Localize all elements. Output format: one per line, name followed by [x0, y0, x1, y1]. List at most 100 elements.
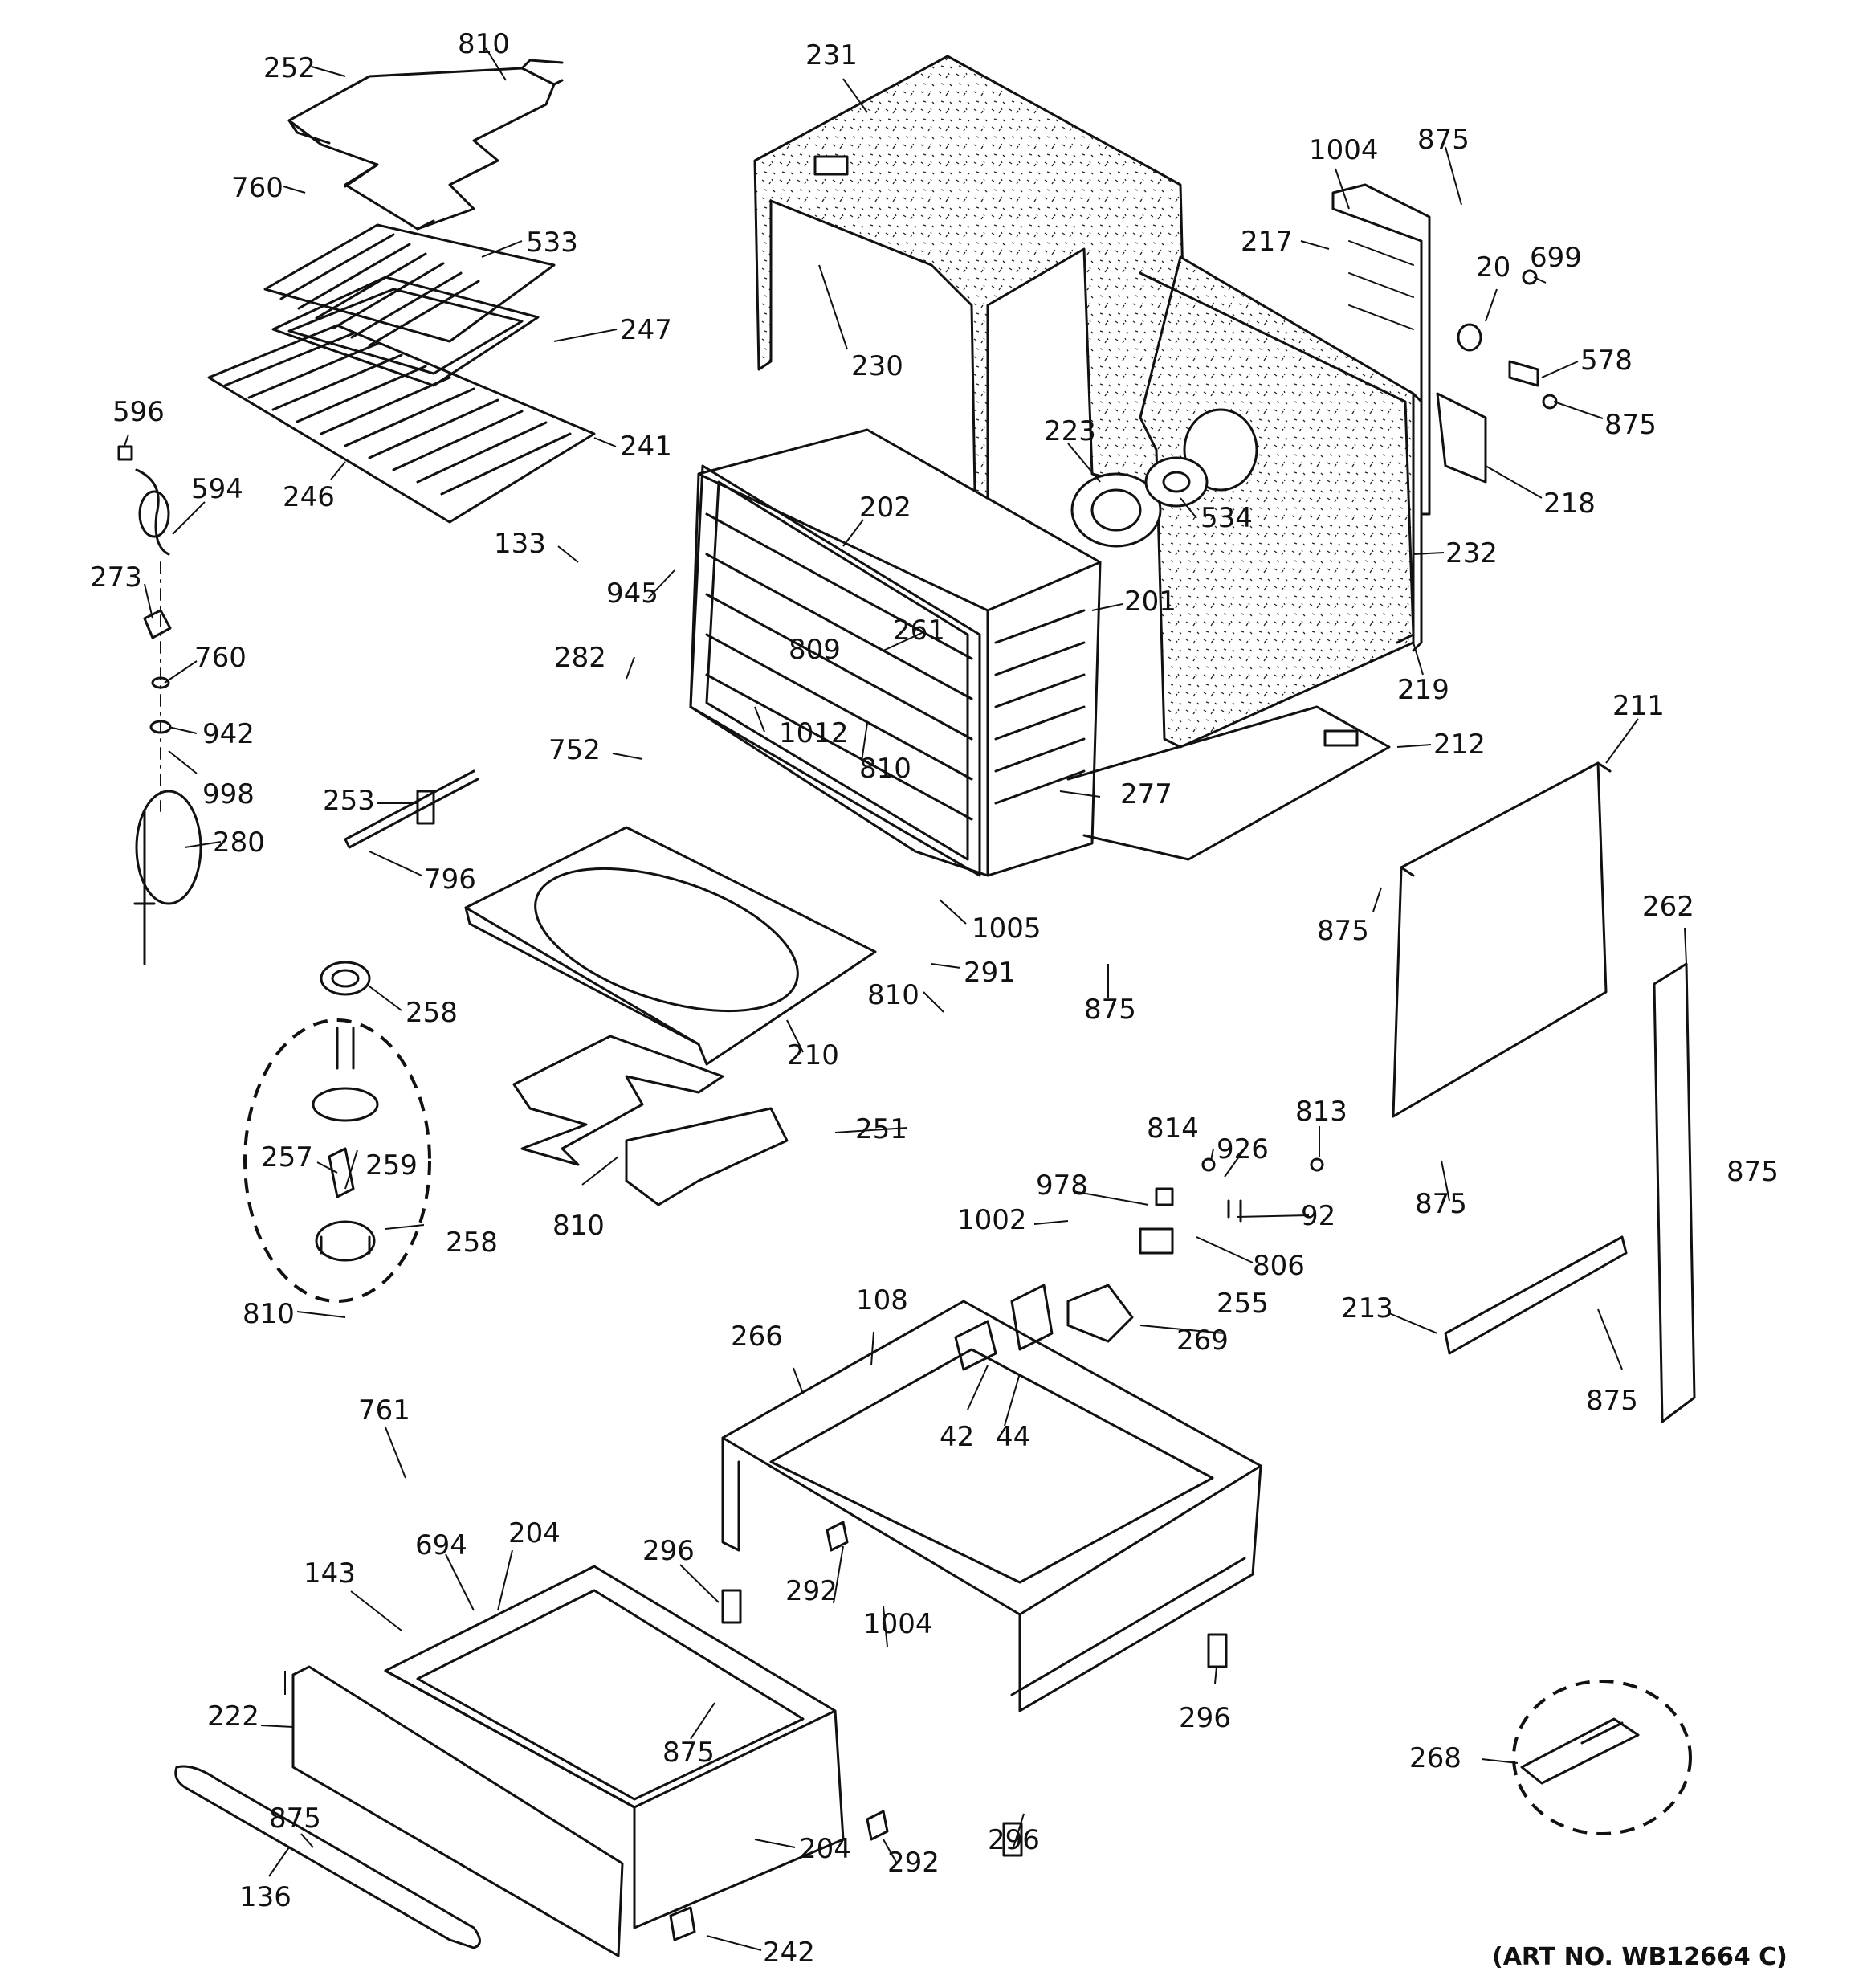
sensor-253 — [344, 769, 479, 849]
callout-292: 292 — [785, 1575, 838, 1607]
drawer-front-222 — [291, 1665, 624, 1957]
plates-42-44 — [954, 1284, 1054, 1371]
callout-266: 266 — [731, 1321, 783, 1353]
drawer-body-204 — [384, 1565, 845, 1929]
callout-251: 251 — [855, 1113, 907, 1145]
callout-92: 92 — [1301, 1200, 1335, 1232]
callout-223: 223 — [1044, 415, 1096, 447]
callout-218: 218 — [1543, 488, 1596, 520]
leveling-legs-296 — [721, 1589, 1228, 1857]
back-panel-232 — [1139, 255, 1423, 749]
callout-44: 44 — [996, 1421, 1030, 1453]
callout-212: 212 — [1433, 729, 1486, 761]
hardware-20-578-699 — [1457, 269, 1558, 410]
hinge-hardware-group — [1066, 1157, 1324, 1343]
callout-219: 219 — [1397, 674, 1449, 706]
callout-232: 232 — [1445, 537, 1498, 569]
bracket-213 — [1444, 1235, 1628, 1355]
callout-296: 296 — [988, 1824, 1040, 1856]
callout-1004: 1004 — [863, 1608, 933, 1640]
callout-261: 261 — [893, 614, 945, 647]
callout-796: 796 — [424, 863, 476, 896]
callout-810: 810 — [859, 753, 911, 785]
callout-258: 258 — [446, 1227, 498, 1259]
callout-699: 699 — [1530, 242, 1582, 274]
callout-875: 875 — [1084, 994, 1136, 1026]
glides-292-242 — [669, 1521, 889, 1941]
callout-813: 813 — [1295, 1096, 1347, 1128]
callout-252: 252 — [263, 52, 316, 84]
callout-596: 596 — [112, 396, 165, 428]
callout-594: 594 — [191, 473, 243, 505]
callout-1002: 1002 — [957, 1204, 1027, 1236]
callout-282: 282 — [554, 642, 606, 674]
callout-217: 217 — [1241, 226, 1293, 258]
side-strip-262 — [1653, 962, 1696, 1423]
oven-bottom-210 — [464, 826, 877, 1066]
callout-752: 752 — [548, 734, 601, 766]
callout-201: 201 — [1124, 586, 1176, 618]
callout-211: 211 — [1612, 690, 1665, 722]
callout-998: 998 — [202, 778, 255, 810]
callout-533: 533 — [526, 227, 578, 259]
callout-269: 269 — [1176, 1325, 1229, 1357]
callout-296: 296 — [1179, 1702, 1231, 1734]
callout-204: 204 — [799, 1833, 851, 1865]
light-assembly-258 — [243, 961, 431, 1303]
callout-978: 978 — [1036, 1170, 1088, 1202]
oven-rack-533 — [263, 223, 556, 347]
callout-942: 942 — [202, 718, 255, 750]
rear-panel-211 — [1392, 761, 1612, 1118]
inset-268 — [1512, 1680, 1692, 1835]
callout-136: 136 — [239, 1881, 291, 1913]
callout-296: 296 — [642, 1535, 695, 1567]
art-number-label: (ART NO. WB12664 C) — [1492, 1943, 1788, 1971]
chassis-266 — [721, 1300, 1262, 1712]
side-panel-219 — [1139, 271, 1415, 644]
broil-element-252 — [287, 59, 564, 231]
callout-108: 108 — [856, 1284, 908, 1316]
callout-814: 814 — [1147, 1112, 1199, 1145]
front-frame-202 — [689, 464, 981, 877]
callout-268: 268 — [1409, 1742, 1461, 1774]
bracket-217 — [1331, 183, 1431, 516]
callout-42: 42 — [940, 1421, 974, 1453]
callout-255: 255 — [1217, 1288, 1269, 1320]
callout-806: 806 — [1253, 1250, 1305, 1282]
leader-lines — [124, 47, 1687, 1951]
callout-291: 291 — [964, 957, 1016, 989]
callout-578: 578 — [1580, 345, 1633, 377]
callout-810: 810 — [243, 1298, 295, 1330]
callout-945: 945 — [606, 578, 658, 610]
callout-810: 810 — [458, 28, 510, 60]
callout-875: 875 — [1604, 409, 1657, 441]
callout-143: 143 — [304, 1557, 356, 1590]
callout-875: 875 — [1417, 124, 1470, 156]
callout-204: 204 — [508, 1517, 561, 1549]
convection-fan-223 — [1070, 472, 1162, 548]
fan-cover-534 — [1144, 456, 1209, 508]
oven-rack-241 — [207, 324, 596, 524]
callout-133: 133 — [494, 528, 546, 560]
callout-242: 242 — [763, 1937, 815, 1969]
callout-875: 875 — [1726, 1156, 1779, 1188]
callout-246: 246 — [283, 481, 335, 513]
callout-277: 277 — [1120, 778, 1172, 810]
callout-760: 760 — [231, 172, 283, 204]
callout-1012: 1012 — [779, 717, 849, 749]
callout-labels: 252 810 760 533 247 241 246 596 594 273 … — [90, 28, 1788, 1971]
callout-202: 202 — [859, 492, 911, 524]
callout-247: 247 — [620, 314, 672, 346]
callout-257: 257 — [261, 1141, 313, 1174]
callout-810: 810 — [867, 979, 919, 1011]
callout-280: 280 — [213, 827, 265, 859]
callout-875: 875 — [1415, 1188, 1467, 1220]
callout-210: 210 — [787, 1039, 839, 1072]
callout-253: 253 — [323, 785, 375, 817]
callout-1005: 1005 — [972, 912, 1042, 945]
callout-926: 926 — [1217, 1133, 1269, 1165]
callout-875: 875 — [269, 1802, 321, 1835]
callout-222: 222 — [207, 1700, 259, 1733]
drawer-handle-136 — [174, 1765, 481, 1949]
callout-258: 258 — [406, 997, 458, 1029]
